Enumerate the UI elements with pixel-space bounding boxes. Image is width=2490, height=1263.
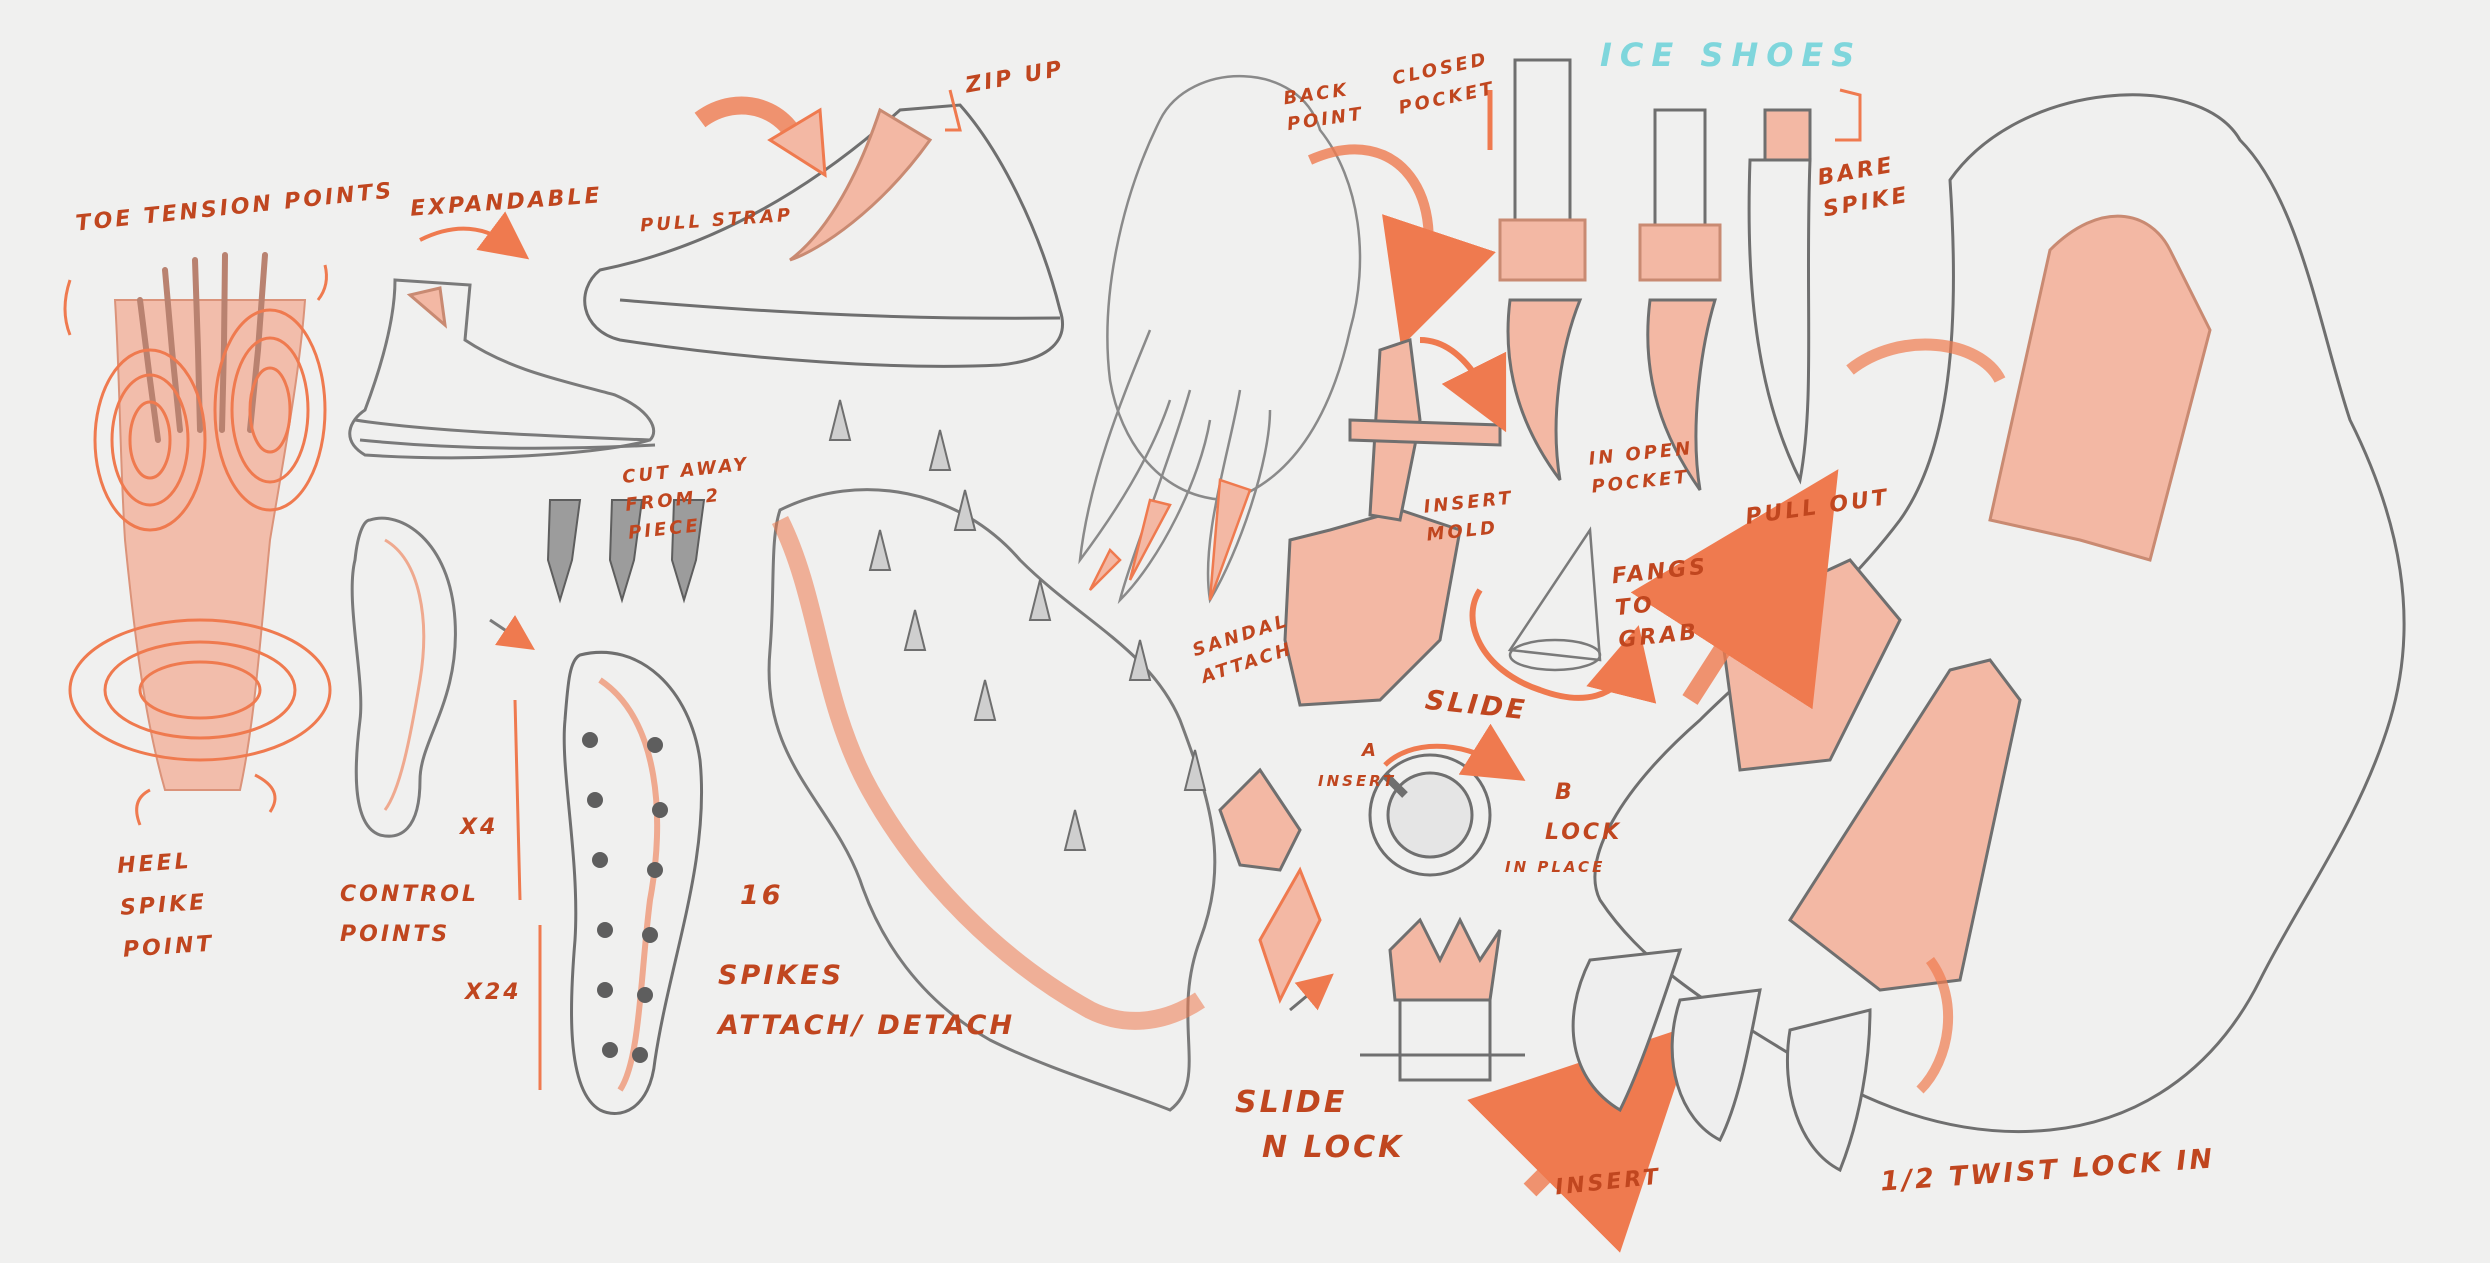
claw-foot-sketch [1078, 75, 1496, 605]
label-heel-spike: HEEL SPIKE POINT [116, 848, 216, 963]
label-x24: X24 [465, 980, 522, 1005]
label-sixteen: 16 [740, 880, 784, 911]
outsole-control-points-sketch [350, 516, 457, 838]
fang-cone-sketch [1469, 526, 1657, 704]
ice-shoe-spikes-sketch [1487, 58, 1862, 491]
label-a: A [1362, 740, 1379, 761]
spiked-sole-sketch [767, 399, 1322, 1112]
label-fangs-to-grab: FANGS TO GRAB [1610, 554, 1710, 654]
expandable-shoe-sketch [348, 211, 656, 460]
label-b: B [1555, 780, 1575, 805]
label-control-points: CONTROL POINTS [340, 882, 479, 947]
outsole-spikes-sketch [489, 615, 704, 1115]
foot-skeleton-sketch [63, 252, 332, 826]
label-slide-n-lock-2: N LOCK [1262, 1130, 1405, 1165]
sandal-attach-sketch [1283, 337, 1507, 707]
label-x4: X4 [460, 815, 499, 840]
label-in-open-pocket: IN OPEN POCKET [1587, 437, 1695, 498]
slide-lock-part-sketch [1289, 916, 1525, 1082]
sheet-title: ICE SHOES [1600, 36, 1863, 74]
zip-up-shoe-sketch [583, 89, 1064, 368]
label-attach-detach: ATTACH/ DETACH [718, 1010, 1016, 1041]
claw-boot-sketch [1467, 93, 2406, 1253]
label-lock: LOCK [1545, 820, 1623, 845]
label-insert-small: INSERT [1318, 772, 1397, 790]
label-slide-n-lock-1: SLIDE [1235, 1085, 1348, 1120]
label-insert-mold: INSERT MOLD [1422, 487, 1515, 546]
label-spikes: SPIKES [718, 960, 845, 991]
label-cut-away: CUT AWAY FROM 2 PIECE [621, 453, 751, 544]
spike-pieces-sketch [546, 499, 706, 604]
slide-dial-sketch [1368, 723, 1526, 877]
label-in-place: IN PLACE [1505, 858, 1606, 876]
